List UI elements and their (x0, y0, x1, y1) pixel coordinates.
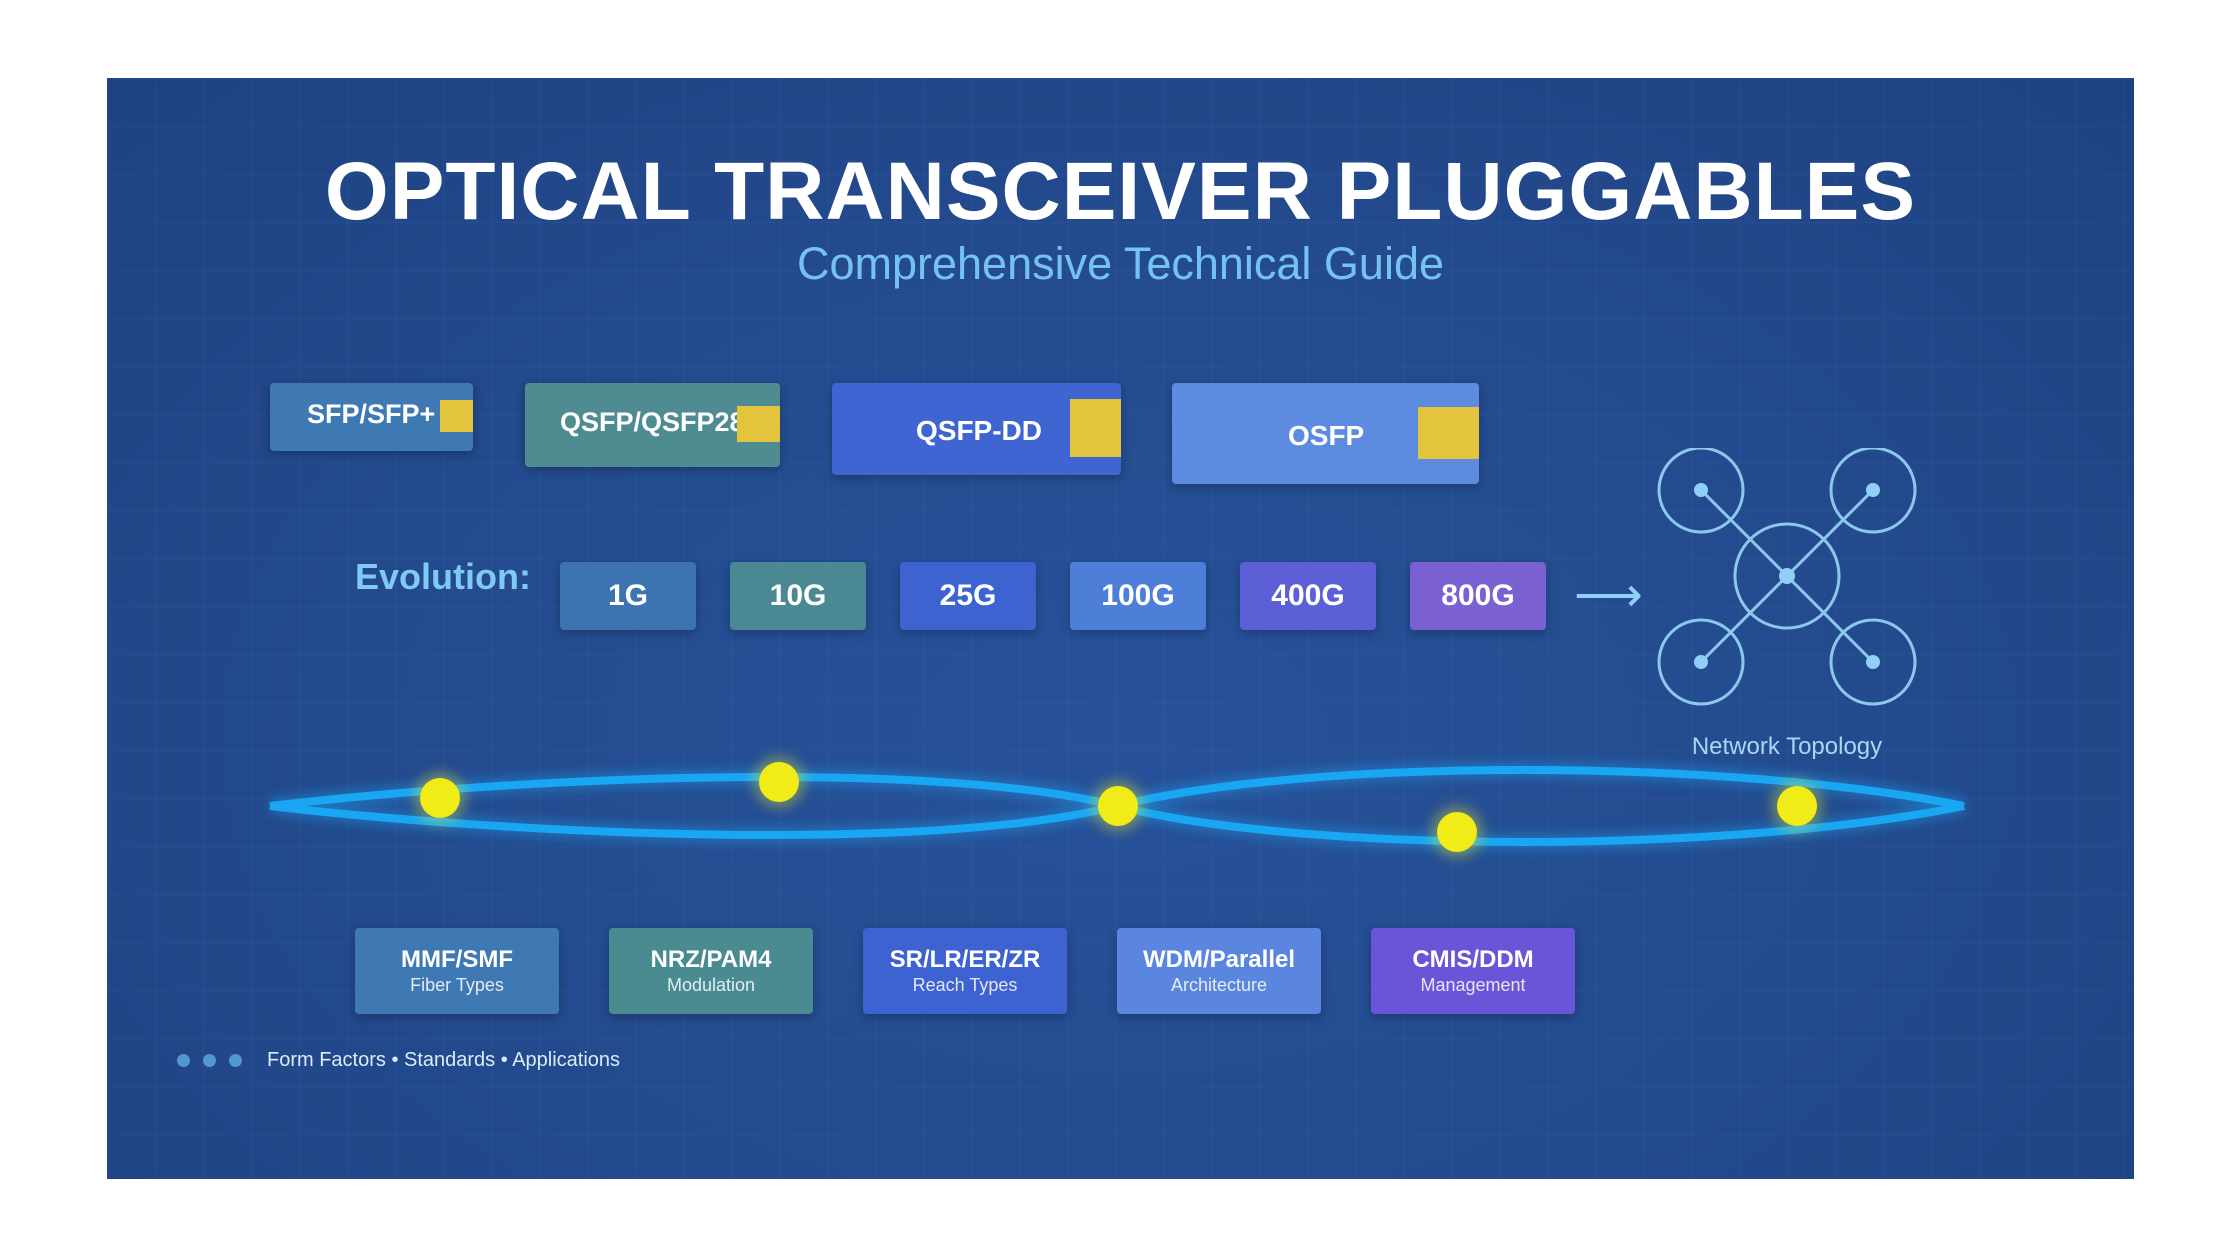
category-card-reach-types: SR/LR/ER/ZR Reach Types (863, 928, 1067, 1014)
category-subtitle: Modulation (666, 975, 756, 995)
dot-icon (177, 1054, 190, 1067)
category-subtitle: Architecture (1170, 975, 1268, 995)
speed-badge-800g: 800G (1410, 562, 1546, 630)
slide: OPTICAL TRANSCEIVER PLUGGABLES Comprehen… (107, 78, 2134, 1179)
category-title: SR/LR/ER/ZR (889, 946, 1041, 973)
form-factor-osfp: OSFP (1172, 383, 1479, 484)
dot-icon (229, 1054, 242, 1067)
category-subtitle: Reach Types (912, 975, 1018, 995)
speed-badge-25g: 25G (900, 562, 1036, 630)
speed-badge-10g: 10G (730, 562, 866, 630)
category-title: CMIS/DDM (1412, 946, 1534, 973)
network-topology-icon (1657, 448, 1917, 706)
signal-pulse (1437, 812, 1477, 852)
connector-tab-icon (737, 406, 780, 442)
category-card-fiber-types: MMF/SMF Fiber Types (355, 928, 559, 1014)
form-factor-sfp: SFP/SFP+ (270, 383, 473, 451)
footer: Form Factors • Standards • Applications (177, 1049, 620, 1072)
category-subtitle: Fiber Types (410, 975, 504, 995)
category-title: NRZ/PAM4 (650, 946, 772, 973)
speed-badge-100g: 100G (1070, 562, 1206, 630)
form-factor-qsfp-dd: QSFP-DD (832, 383, 1121, 475)
dot-icon (203, 1054, 216, 1067)
footer-text: Form Factors • Standards • Applications (267, 1049, 621, 1071)
connector-tab-icon (1070, 399, 1121, 457)
topology-node (1829, 448, 1917, 534)
topology-node (1657, 618, 1745, 706)
page-subtitle: Comprehensive Technical Guide (796, 238, 1445, 289)
category-card-architecture: WDM/Parallel Architecture (1117, 928, 1321, 1014)
topology-label: Network Topology (1691, 733, 1883, 760)
signal-pulse (759, 762, 799, 802)
form-factor-label: SFP/SFP+ (307, 399, 436, 429)
form-factor-label: OSFP (1288, 420, 1365, 451)
speed-badge-400g: 400G (1240, 562, 1376, 630)
form-factor-qsfp: QSFP/QSFP28 (525, 383, 780, 467)
category-card-modulation: NRZ/PAM4 Modulation (609, 928, 813, 1014)
fiber-strands (269, 756, 1966, 858)
category-title: WDM/Parallel (1142, 946, 1296, 973)
topology-hub (1733, 522, 1841, 630)
topology-node (1657, 448, 1745, 534)
evolution-label: Evolution: (355, 556, 531, 597)
arrow-right-icon: ⟶ (1574, 569, 1643, 622)
signal-pulse (420, 778, 460, 818)
signal-pulse (1777, 786, 1817, 826)
form-factor-label: QSFP-DD (916, 415, 1042, 446)
connector-tab-icon (440, 400, 473, 432)
connector-tab-icon (1418, 407, 1479, 459)
form-factor-label: QSFP/QSFP28 (560, 407, 745, 437)
category-title: MMF/SMF (401, 946, 513, 973)
speed-badge-1g: 1G (560, 562, 696, 630)
topology-node (1829, 618, 1917, 706)
category-subtitle: Management (1420, 975, 1526, 995)
signal-pulse (1098, 786, 1138, 826)
category-card-management: CMIS/DDM Management (1371, 928, 1575, 1014)
page-title: OPTICAL TRANSCEIVER PLUGGABLES (324, 146, 1917, 237)
